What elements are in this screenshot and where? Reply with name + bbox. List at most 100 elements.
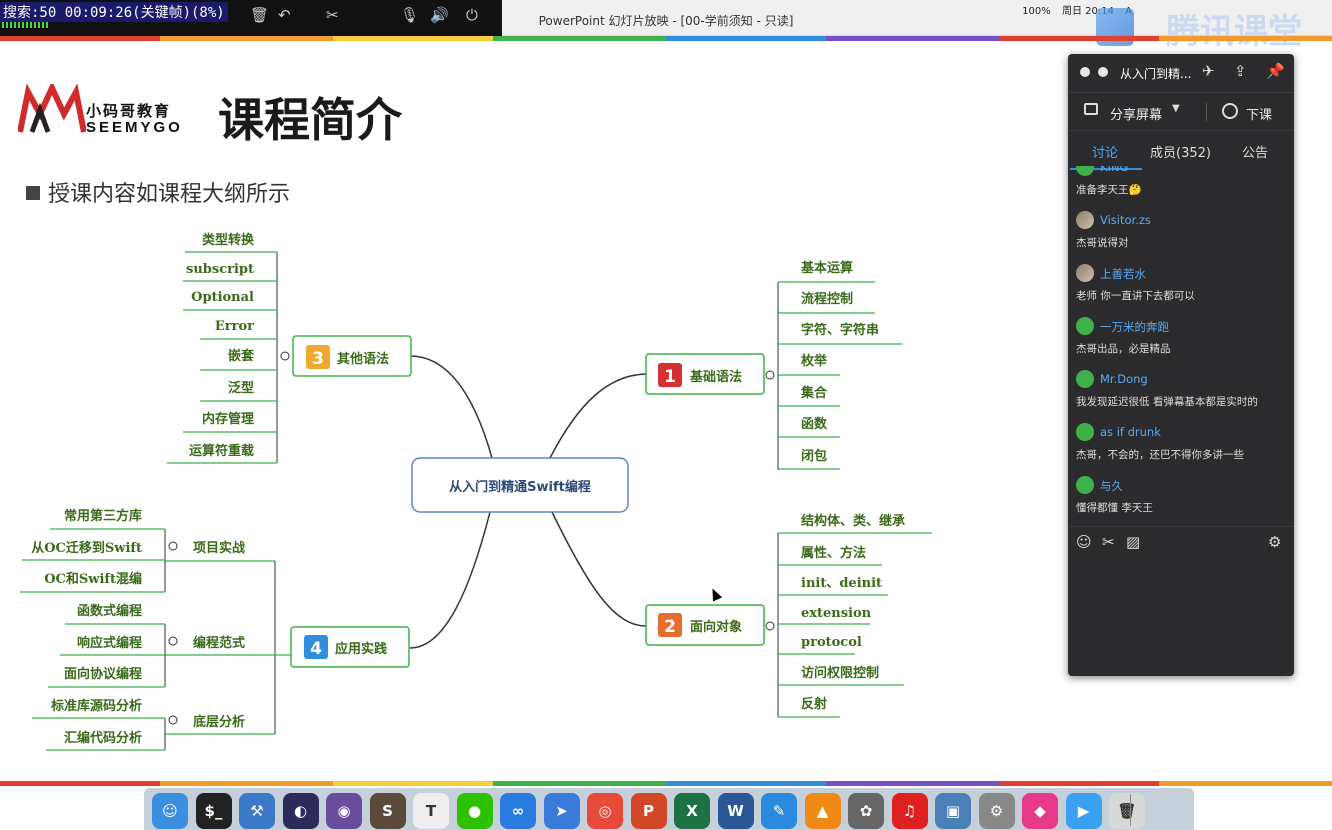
badge-3-num: 3: [312, 349, 324, 369]
collapse-toggle-4-1[interactable]: [168, 636, 178, 646]
dock-app-magnet-icon[interactable]: ◆: [1022, 793, 1058, 829]
wechat-avatar-icon: [1076, 317, 1094, 335]
clock[interactable]: 周日 20:14: [1061, 6, 1114, 17]
emoji-icon[interactable]: ☺: [1076, 533, 1092, 551]
share-screen-button[interactable]: 分享屏幕: [1110, 108, 1163, 123]
end-class-button[interactable]: 下课: [1246, 108, 1273, 123]
dock-app-excel-icon[interactable]: X: [674, 793, 710, 829]
dock-app-powerpoint-icon[interactable]: P: [630, 793, 667, 829]
dock-app-vlc-icon[interactable]: ▲: [804, 793, 841, 829]
leaf-1-5: 函数: [801, 416, 828, 432]
chat-username[interactable]: Visitor.zs: [1100, 213, 1151, 227]
user-avatar: [1076, 264, 1094, 282]
dock-app-netease-music-icon[interactable]: ♫: [891, 793, 928, 829]
leaf-3-3: Error: [215, 319, 254, 334]
course-name: 从入门到精...: [1120, 67, 1192, 81]
center-node-box: [411, 457, 629, 513]
collapse-toggle-4-2[interactable]: [168, 715, 178, 725]
branch-4[interactable]: 4 应用实践 项目实战 编程范式 底层分析 常用第三方库 从OC迁移到Swift…: [20, 508, 410, 751]
dock-app-system-preferences-icon[interactable]: ⚙: [978, 793, 1015, 829]
dock-app-virtualbox-icon[interactable]: ▣: [935, 793, 971, 829]
collapse-toggle-2[interactable]: [765, 621, 775, 631]
dock-app-terminal-icon[interactable]: $_: [195, 793, 232, 829]
chat-username[interactable]: 上善若水: [1100, 267, 1146, 281]
end-class-icon[interactable]: [1222, 103, 1238, 119]
power-icon[interactable]: ⏻: [466, 6, 478, 24]
leaf-1-1: 流程控制: [801, 291, 853, 307]
leaf-1-2: 字符、字符串: [801, 322, 879, 338]
dock-app-feishu-icon[interactable]: ➤: [543, 793, 580, 829]
leaf-2-3: extension: [801, 606, 872, 621]
speaker-icon[interactable]: 🔊: [430, 6, 449, 24]
dock-app-wechat-icon[interactable]: ●: [456, 793, 493, 829]
gear-icon[interactable]: ⚙: [1268, 533, 1282, 551]
dock-app-eclipse-icon[interactable]: ◐: [282, 793, 319, 829]
connector-3: [409, 355, 493, 459]
image-icon[interactable]: ▨: [1126, 533, 1141, 551]
scissors-icon[interactable]: ✂: [1102, 533, 1115, 551]
chevron-down-icon[interactable]: ▼: [1172, 103, 1180, 114]
group-4-2-label: 底层分析: [193, 714, 245, 730]
divider: [1206, 103, 1207, 121]
chat-username[interactable]: as if drunk: [1100, 425, 1161, 439]
dock-app-pages-icon[interactable]: ✎: [761, 793, 797, 829]
badge-2: [658, 613, 682, 637]
leaf-4-1-0: 函数式编程: [77, 603, 142, 619]
undo-icon[interactable]: ↶: [278, 6, 291, 24]
dock-app-github-icon[interactable]: ◉: [326, 793, 362, 829]
dock-app-typora-icon[interactable]: T: [413, 793, 449, 829]
collapse-toggle-1[interactable]: [765, 370, 775, 380]
chat-username[interactable]: 与久: [1100, 479, 1123, 493]
branch-1[interactable]: 1 基础语法 基本运算 流程控制 字符、字符串 枚举 集合 函数 闭包: [645, 260, 902, 470]
dock-app-chrome-icon[interactable]: ◎: [587, 793, 623, 829]
wechat-avatar-icon: [1076, 423, 1094, 441]
branch-2[interactable]: 2 面向对象 结构体、类、继承 属性、方法 init、deinit extens…: [645, 513, 932, 718]
branch-1-label: 基础语法: [689, 369, 742, 385]
chat-username[interactable]: KING: [1100, 166, 1129, 174]
share-out-icon[interactable]: ⇪: [1234, 62, 1247, 80]
tab-announcement[interactable]: 公告: [1242, 146, 1269, 161]
leaf-3-0: 类型转换: [202, 232, 255, 248]
leaf-4-0-0: 常用第三方库: [64, 508, 142, 524]
chat-text: 我发现延迟很低 看弹幕基本都是实时的: [1076, 396, 1258, 408]
dock-app-word-icon[interactable]: W: [717, 793, 754, 829]
window-minimize-button[interactable]: [1098, 67, 1108, 77]
collapse-toggle-4-0[interactable]: [168, 541, 178, 551]
tab-members[interactable]: 成员(352): [1150, 146, 1211, 161]
leaf-4-2-1: 汇编代码分析: [64, 730, 142, 746]
dock-app-baidu-netdisk-icon[interactable]: ∞: [500, 793, 536, 829]
dock-app-finder-icon[interactable]: ☺: [152, 793, 188, 829]
slide-bottom-border: [0, 781, 1332, 786]
screen-share-icon[interactable]: [1084, 103, 1098, 115]
mic-icon[interactable]: 🎙: [400, 6, 420, 24]
chat-text: 懂得都懂 李天王: [1076, 502, 1153, 514]
trash-icon[interactable]: 🗑: [250, 6, 270, 24]
dock-app-film-icon[interactable]: ✿: [848, 793, 884, 829]
leaf-4-0-1: 从OC迁移到Swift: [31, 540, 142, 556]
group-4-0-label: 项目实战: [193, 540, 245, 556]
dock-app-trash-icon[interactable]: 🗑: [1109, 793, 1145, 829]
pin-icon[interactable]: 📌: [1266, 62, 1285, 80]
chat-username[interactable]: Mr.Dong: [1100, 372, 1148, 386]
airplane-icon[interactable]: ✈: [1202, 62, 1215, 80]
dock-app-tencent-class-icon[interactable]: ▶: [1065, 793, 1102, 829]
group-4-1-label: 编程范式: [193, 635, 245, 651]
brand-name-en: SEEMYGO: [86, 119, 183, 136]
collapse-toggle-3[interactable]: [280, 351, 290, 361]
connector-2: [551, 511, 647, 627]
branch-3[interactable]: 3 其他语法 类型转换 subscript Optional Error 嵌套 …: [167, 232, 412, 464]
window-close-button[interactable]: [1080, 67, 1090, 77]
recording-time: 搜索:50 00:09:26(关键帧)(8%): [0, 2, 228, 22]
tab-discussion[interactable]: 讨论: [1092, 146, 1119, 161]
cut-icon[interactable]: ✂: [326, 6, 339, 24]
leaf-3-2: Optional: [191, 290, 254, 305]
leaf-4-1-2: 面向协议编程: [64, 666, 142, 682]
dock-app-xcode-icon[interactable]: ⚒: [239, 793, 275, 829]
brand-name-cn: 小码哥教育: [86, 102, 172, 120]
chat-username[interactable]: 一万米的奔跑: [1100, 320, 1169, 334]
dock-app-sublime-icon[interactable]: S: [369, 793, 406, 829]
active-tab-indicator: [1070, 168, 1142, 170]
chat-list[interactable]: KING 准备李天王🤔 Visitor.zs 杰哥说得对 上善若水 老师 你一直…: [1068, 166, 1294, 526]
